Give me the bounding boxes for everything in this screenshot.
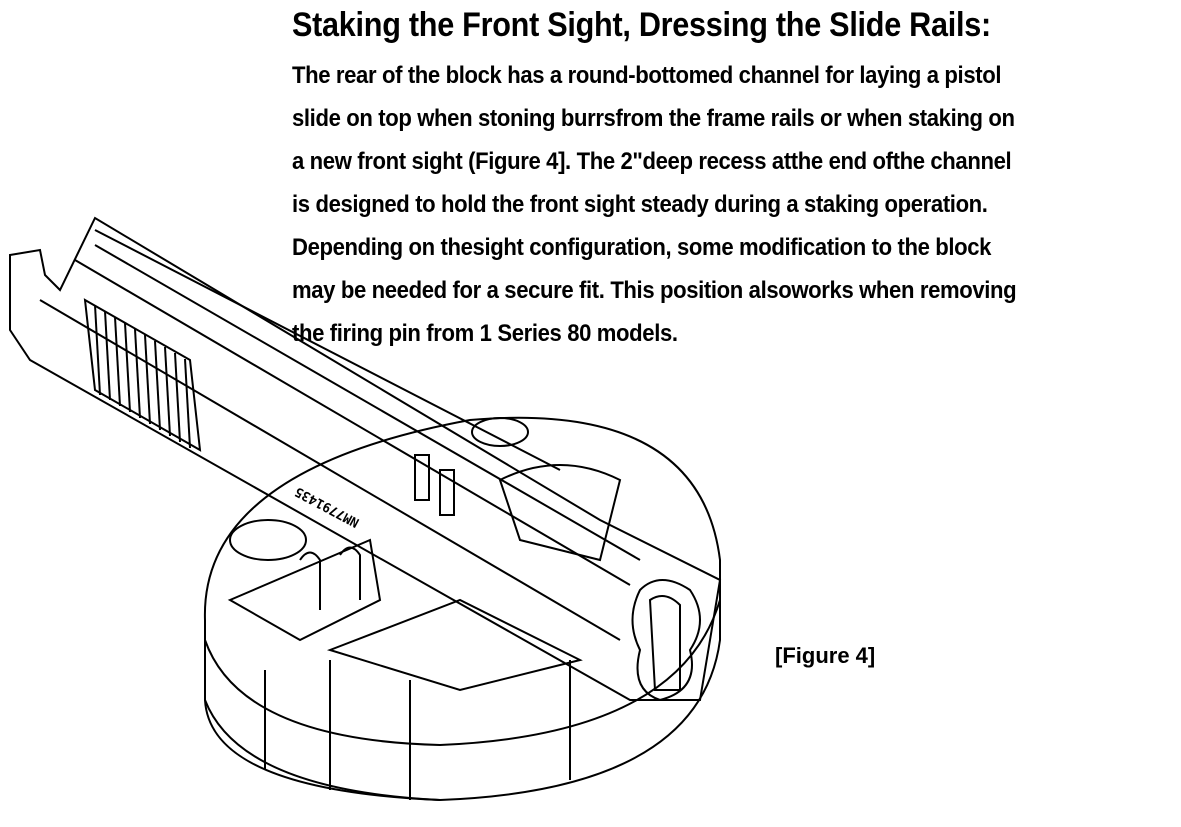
paragraph-line: may be needed for a secure fit. This pos… xyxy=(292,277,1017,304)
page-title: Staking the Front Sight, Dressing the Sl… xyxy=(292,6,991,44)
slide-stamp: NM7791435 xyxy=(293,483,362,529)
paragraph-line: The rear of the block has a round-bottom… xyxy=(292,62,1002,89)
paragraph-line: the firing pin from 1 Series 80 models. xyxy=(292,320,678,347)
slide-serrations xyxy=(94,304,191,449)
bench-block xyxy=(203,416,721,802)
body-paragraph: The rear of the block has a round-bottom… xyxy=(292,54,1079,355)
paragraph-line: a new front sight (Figure 4]. The 2"deep… xyxy=(292,148,1012,175)
figure-caption: [Figure 4] xyxy=(775,643,876,668)
paragraph-line: is designed to hold the front sight stea… xyxy=(292,191,988,218)
paragraph-line: Depending on thesight configuration, som… xyxy=(292,234,992,261)
paragraph-line: slide on top when stoning burrsfrom the … xyxy=(292,105,1015,132)
